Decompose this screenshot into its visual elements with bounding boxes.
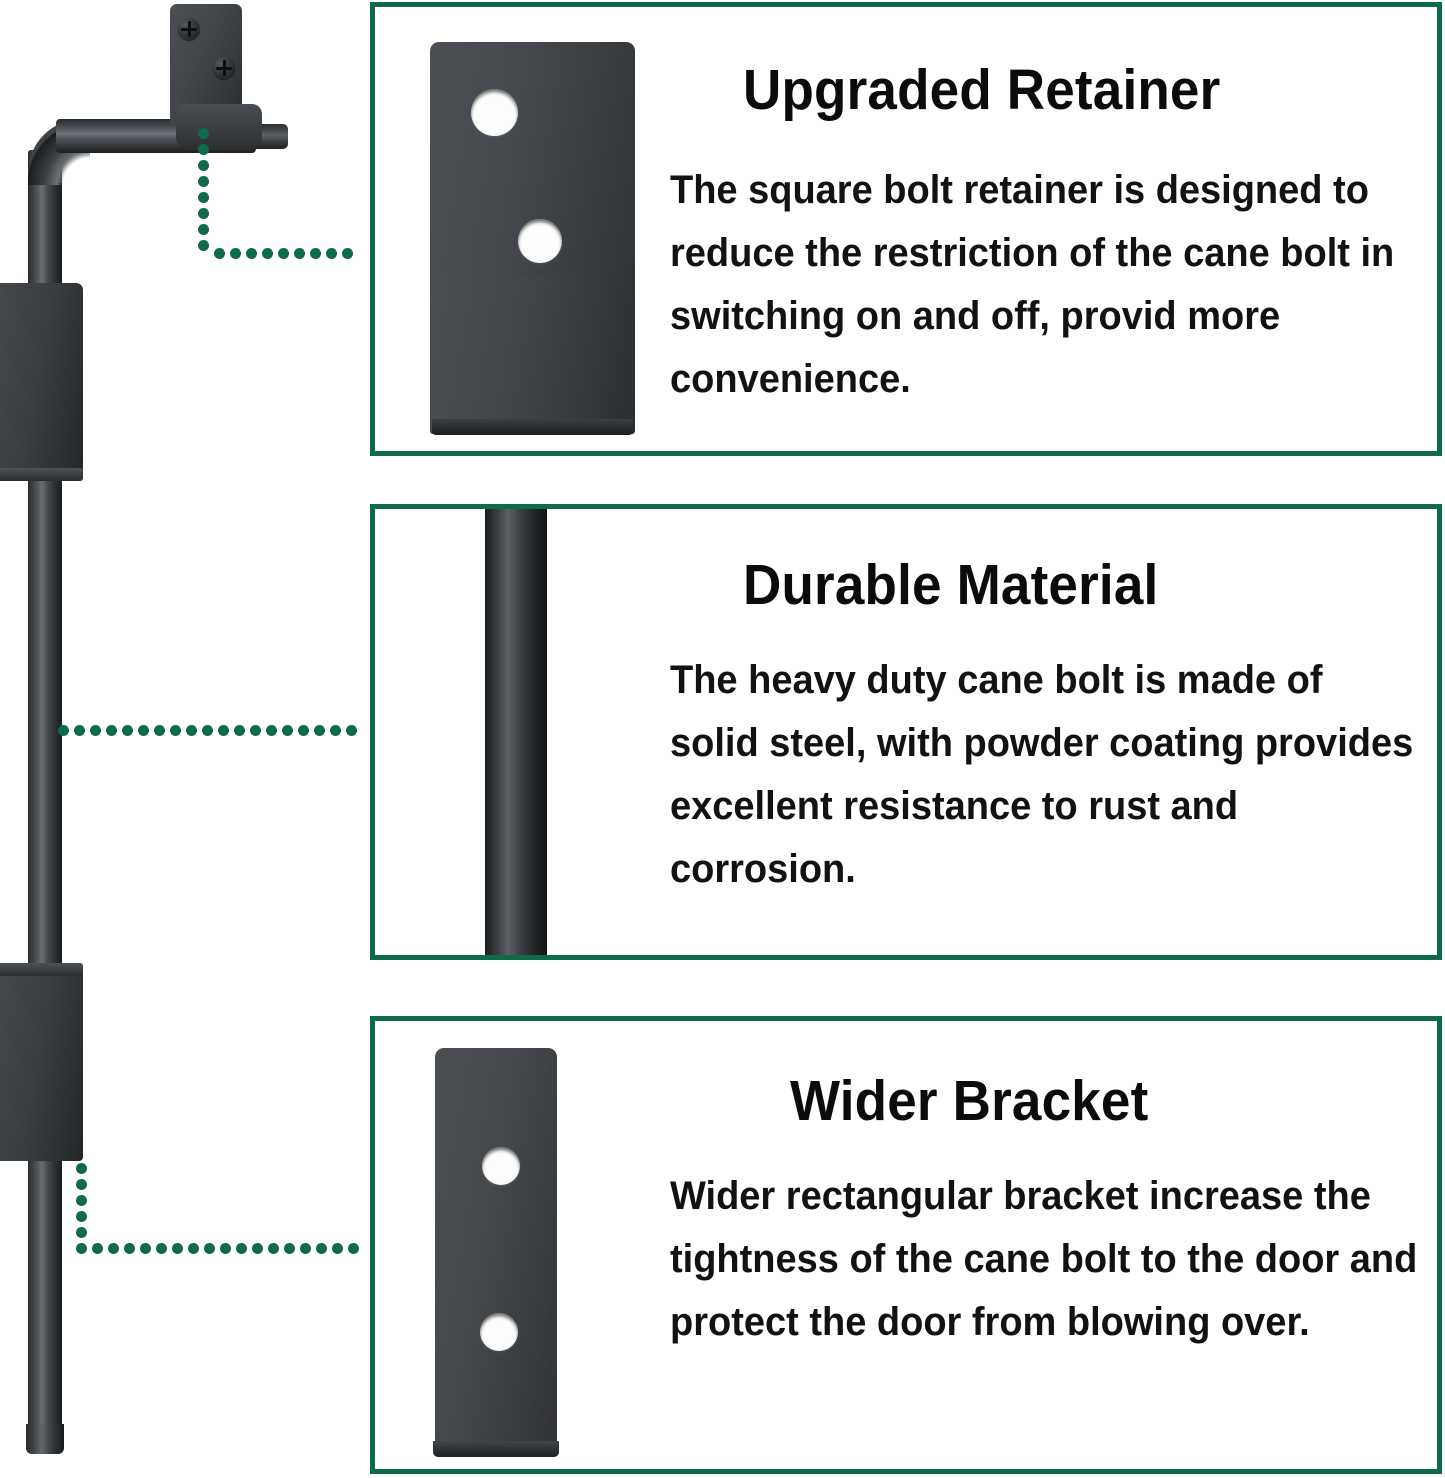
panel-title-upgraded-retainer: Upgraded Retainer (743, 58, 1221, 122)
retainer-plate-foot-art (430, 275, 635, 434)
connector-dot (310, 248, 321, 259)
feature-panel-wider-bracket: Wider Bracket Wider rectangular bracket … (370, 1016, 1442, 1474)
connector-dot (188, 1243, 199, 1254)
connector-dot (262, 248, 273, 259)
connector-dot (236, 1243, 247, 1254)
connector-dot (298, 725, 309, 736)
connector-dot (278, 248, 289, 259)
connector-dot (300, 1243, 311, 1254)
product-illustration (0, 0, 368, 1478)
connector-dot (218, 725, 229, 736)
connector-dot (204, 1243, 215, 1254)
phillips-screw-icon (213, 57, 235, 79)
connector-dot (92, 1243, 103, 1254)
phillips-screw-icon (178, 18, 200, 40)
connector-dot (198, 192, 209, 203)
bolt-shaft-tip (26, 1424, 64, 1454)
mounting-bracket-lower-lip (0, 963, 83, 976)
connector-dot (198, 176, 209, 187)
connector-dot (76, 1179, 87, 1190)
bracket-hole-lower (480, 1313, 518, 1351)
connector-dot (108, 1243, 119, 1254)
connector-dot (316, 1243, 327, 1254)
connector-dot (284, 1243, 295, 1254)
connector-dot (124, 1243, 135, 1254)
connector-dot (348, 1243, 359, 1254)
connector-dot (268, 1243, 279, 1254)
connector-dot (250, 725, 261, 736)
connector-dot (198, 208, 209, 219)
connector-dot (90, 725, 101, 736)
connector-dot (172, 1243, 183, 1254)
connector-dot (314, 725, 325, 736)
connector-dot (198, 128, 209, 139)
connector-dot (58, 725, 69, 736)
retainer-plate-base-art (432, 419, 633, 435)
panel-body-upgraded-retainer: The square bolt retainer is designed to … (670, 168, 1395, 401)
panel-body-wider-bracket: Wider rectangular bracket increase the t… (670, 1174, 1418, 1344)
bracket-hole-upper (482, 1147, 520, 1185)
retainer-saddle (176, 104, 262, 150)
connector-dot (156, 1243, 167, 1254)
connector-dot (76, 1211, 87, 1222)
mounting-bracket-upper (0, 283, 83, 481)
connector-dot (342, 248, 353, 259)
feature-panel-upgraded-retainer: Upgraded Retainer The square bolt retain… (370, 2, 1442, 456)
connector-dot (76, 1163, 87, 1174)
connector-dot (198, 160, 209, 171)
connector-dot (214, 248, 225, 259)
connector-dot (74, 725, 85, 736)
panel-body-durable-material: The heavy duty cane bolt is made of soli… (670, 658, 1414, 891)
panel-title-durable-material: Durable Material (743, 553, 1159, 617)
retainer-hole-lower (518, 219, 562, 263)
connector-dot (230, 248, 241, 259)
connector-dot (282, 725, 293, 736)
connector-dot (294, 248, 305, 259)
connector-dot (76, 1195, 87, 1206)
connector-dot (140, 1243, 151, 1254)
connector-dot (76, 1243, 87, 1254)
mounting-bracket-upper-lip (0, 468, 83, 481)
connector-dot (106, 725, 117, 736)
connector-dot (76, 1227, 87, 1238)
connector-dot (202, 725, 213, 736)
panel-title-wider-bracket: Wider Bracket (790, 1069, 1149, 1133)
retainer-hole-upper (471, 89, 518, 136)
mounting-bracket-art (435, 1048, 557, 1453)
connector-dot (170, 725, 181, 736)
connector-dot (326, 248, 337, 259)
connector-dot (330, 725, 341, 736)
connector-dot (138, 725, 149, 736)
connector-dot (198, 144, 209, 155)
connector-dot (346, 725, 357, 736)
connector-dot (246, 248, 257, 259)
connector-dot (122, 725, 133, 736)
connector-dot (198, 240, 209, 251)
connector-dot (234, 725, 245, 736)
connector-dot (266, 725, 277, 736)
connector-dot (252, 1243, 263, 1254)
mounting-bracket-lower (0, 963, 83, 1161)
connector-dot (220, 1243, 231, 1254)
mounting-bracket-base-art (433, 1441, 559, 1457)
bolt-shaft-closeup-art (485, 509, 547, 955)
connector-dot (332, 1243, 343, 1254)
connector-dot (154, 725, 165, 736)
connector-dot (186, 725, 197, 736)
feature-panel-durable-material: Durable Material The heavy duty cane bol… (370, 504, 1442, 960)
connector-dot (198, 224, 209, 235)
